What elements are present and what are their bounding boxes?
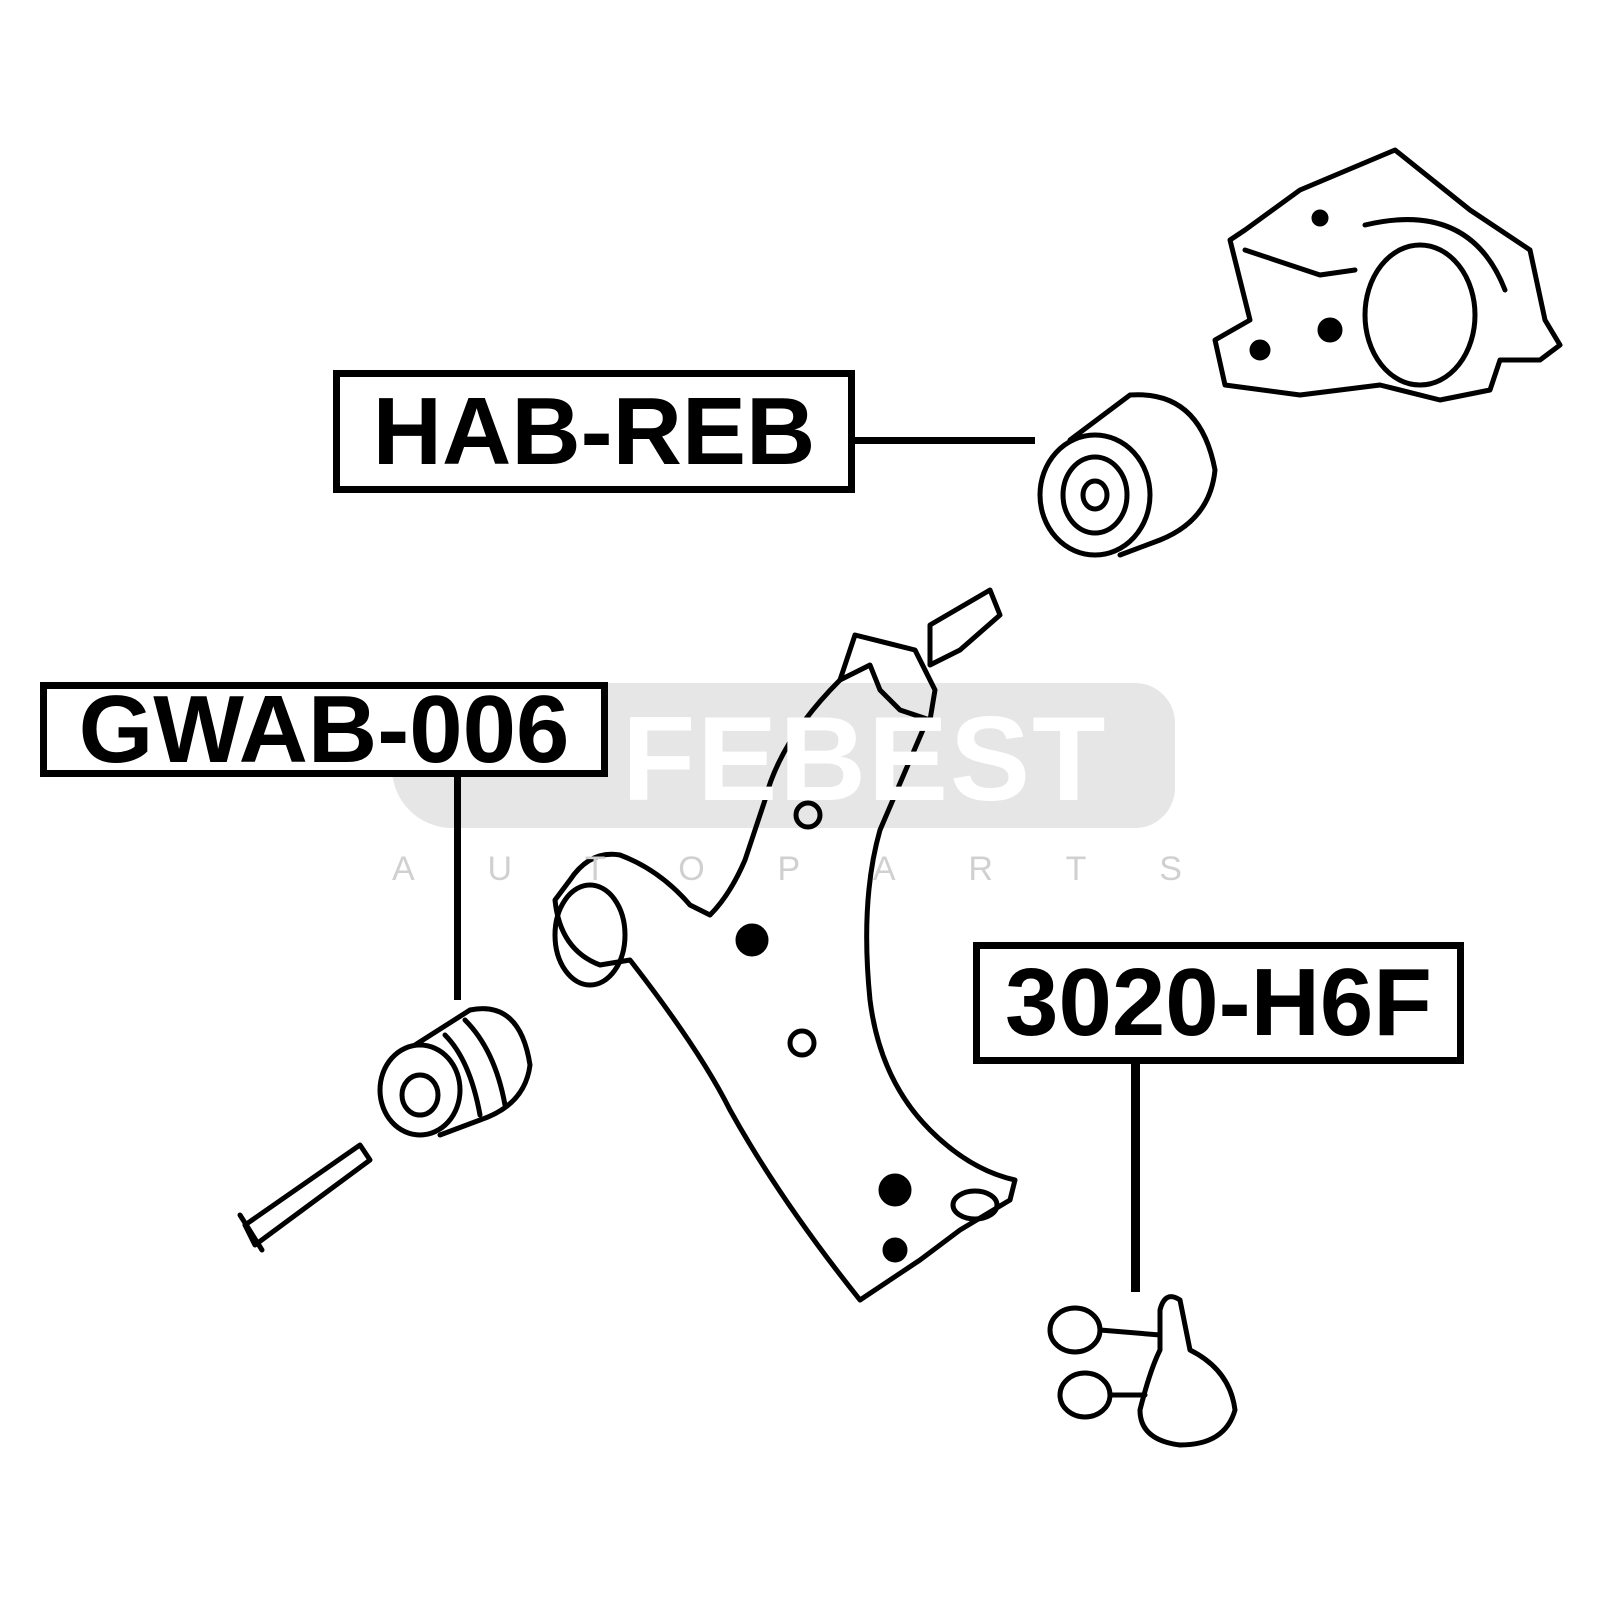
knuckle-drawing bbox=[1212, 147, 1563, 403]
tagline-letter: O bbox=[678, 850, 705, 888]
tagline-letter: T bbox=[584, 850, 606, 888]
tagline-letter: R bbox=[968, 850, 993, 888]
part-label-hab-reb[interactable]: HAB-REB bbox=[333, 370, 855, 493]
part-label-3020-h6f[interactable]: 3020-H6F bbox=[973, 942, 1464, 1064]
part-label-gwab-006[interactable]: GWAB-006 bbox=[40, 681, 608, 777]
leader-line-3020-h6f bbox=[1131, 1062, 1140, 1292]
tagline-letter: A bbox=[392, 850, 415, 888]
tagline-letter: A bbox=[872, 850, 896, 888]
leader-line-hab-reb bbox=[855, 437, 1035, 444]
bushing-hab-reb-drawing bbox=[1037, 392, 1218, 558]
leader-line-gwab-006 bbox=[454, 775, 461, 1000]
tagline-letter: P bbox=[777, 850, 801, 888]
tagline-letter: U bbox=[487, 850, 512, 888]
watermark-brand: FEBEST bbox=[622, 692, 1108, 826]
control-arm-drawing bbox=[552, 587, 1018, 1303]
watermark-tagline: A U T O P A R T S bbox=[392, 850, 1182, 889]
tagline-letter: S bbox=[1159, 850, 1182, 888]
ball-joint-3020-h6f-drawing bbox=[1047, 1294, 1238, 1448]
tagline-letter: T bbox=[1065, 850, 1087, 888]
bushing-gwab-006-drawing bbox=[237, 1006, 533, 1253]
